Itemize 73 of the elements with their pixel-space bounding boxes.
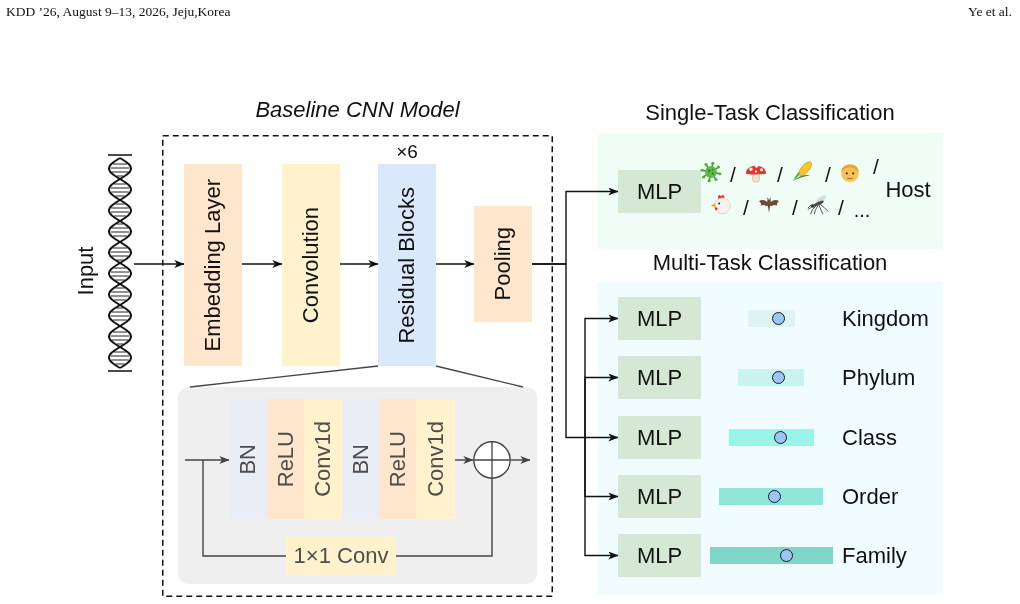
repeat-count-label: ×6 — [396, 141, 418, 163]
separator-text: / — [838, 195, 844, 221]
mlp-box — [618, 534, 701, 577]
box-label: MLP — [636, 364, 683, 391]
arrow — [510, 456, 531, 464]
layer-box — [184, 164, 242, 366]
operation-box — [267, 399, 304, 519]
adder-symbol — [473, 441, 511, 479]
separator-text: / — [825, 162, 831, 188]
connector-line — [189, 365, 379, 388]
layer-box — [474, 206, 532, 322]
operation-box — [416, 399, 455, 519]
output-label: Host — [885, 176, 931, 204]
rank-label: Family — [842, 542, 907, 569]
layer-box — [378, 164, 436, 366]
operation-box — [304, 399, 342, 519]
box-label: MLP — [636, 542, 683, 569]
box-label: BN — [235, 443, 261, 475]
mlp-box — [618, 170, 701, 213]
rank-label: Phylum — [842, 364, 916, 391]
rank-label: Kingdom — [842, 305, 929, 332]
arrow — [184, 456, 230, 464]
separator-text: / — [777, 162, 783, 188]
box-label: ReLU — [272, 430, 299, 488]
separator-text: / — [873, 154, 879, 180]
arrow — [435, 260, 475, 268]
input-label: Input — [73, 246, 99, 296]
ellipsis-text: ... — [853, 198, 871, 222]
operation-box — [342, 399, 379, 519]
separator-text: / — [743, 195, 749, 221]
box-label: MLP — [636, 305, 683, 332]
arrow — [339, 260, 379, 268]
box-label: MLP — [636, 424, 683, 451]
dna-helix-drawing — [106, 152, 134, 374]
rank-label: Order — [842, 483, 899, 510]
arrow — [584, 373, 619, 439]
arrow — [241, 260, 283, 268]
separator-text: / — [792, 195, 798, 221]
box-label: Embedding Layer — [200, 178, 226, 352]
group-title: Baseline CNN Model — [255, 97, 460, 124]
box-label: MLP — [636, 178, 683, 205]
detail-panel — [178, 387, 537, 584]
connector-line — [435, 365, 524, 388]
box-label: Conv1d — [422, 421, 449, 497]
arrow — [531, 187, 619, 265]
box-label: Pooling — [490, 227, 516, 301]
box-label: 1×1 Conv — [293, 543, 389, 569]
arrow — [584, 436, 619, 560]
box-label: Conv1d — [310, 421, 336, 497]
operation-box — [229, 399, 267, 519]
mlp-box — [618, 416, 701, 459]
arrow — [133, 260, 185, 268]
panel-title: Single-Task Classification — [645, 100, 895, 127]
box-label: Convolution — [298, 206, 324, 324]
mlp-box — [618, 297, 701, 340]
separator-text: / — [730, 162, 736, 188]
layer-box — [282, 164, 340, 366]
arrow — [584, 433, 619, 442]
arrow — [454, 456, 474, 464]
mlp-box — [618, 475, 701, 518]
operation-box — [379, 399, 416, 519]
operation-box — [286, 537, 396, 575]
connector-line — [202, 459, 287, 557]
box-label: Residual Blocks — [394, 186, 420, 344]
box-label: MLP — [636, 483, 683, 510]
mlp-box — [618, 356, 701, 399]
running-header: Ye et al. — [968, 4, 1012, 21]
rank-label: Class — [842, 424, 897, 451]
box-label: BN — [347, 443, 374, 475]
box-label: ReLU — [384, 430, 411, 488]
connector-line — [395, 478, 493, 557]
running-header: KDD ’26, August 9–13, 2026, Jeju,Korea — [6, 4, 231, 21]
panel-title: Multi-Task Classification — [652, 250, 888, 277]
